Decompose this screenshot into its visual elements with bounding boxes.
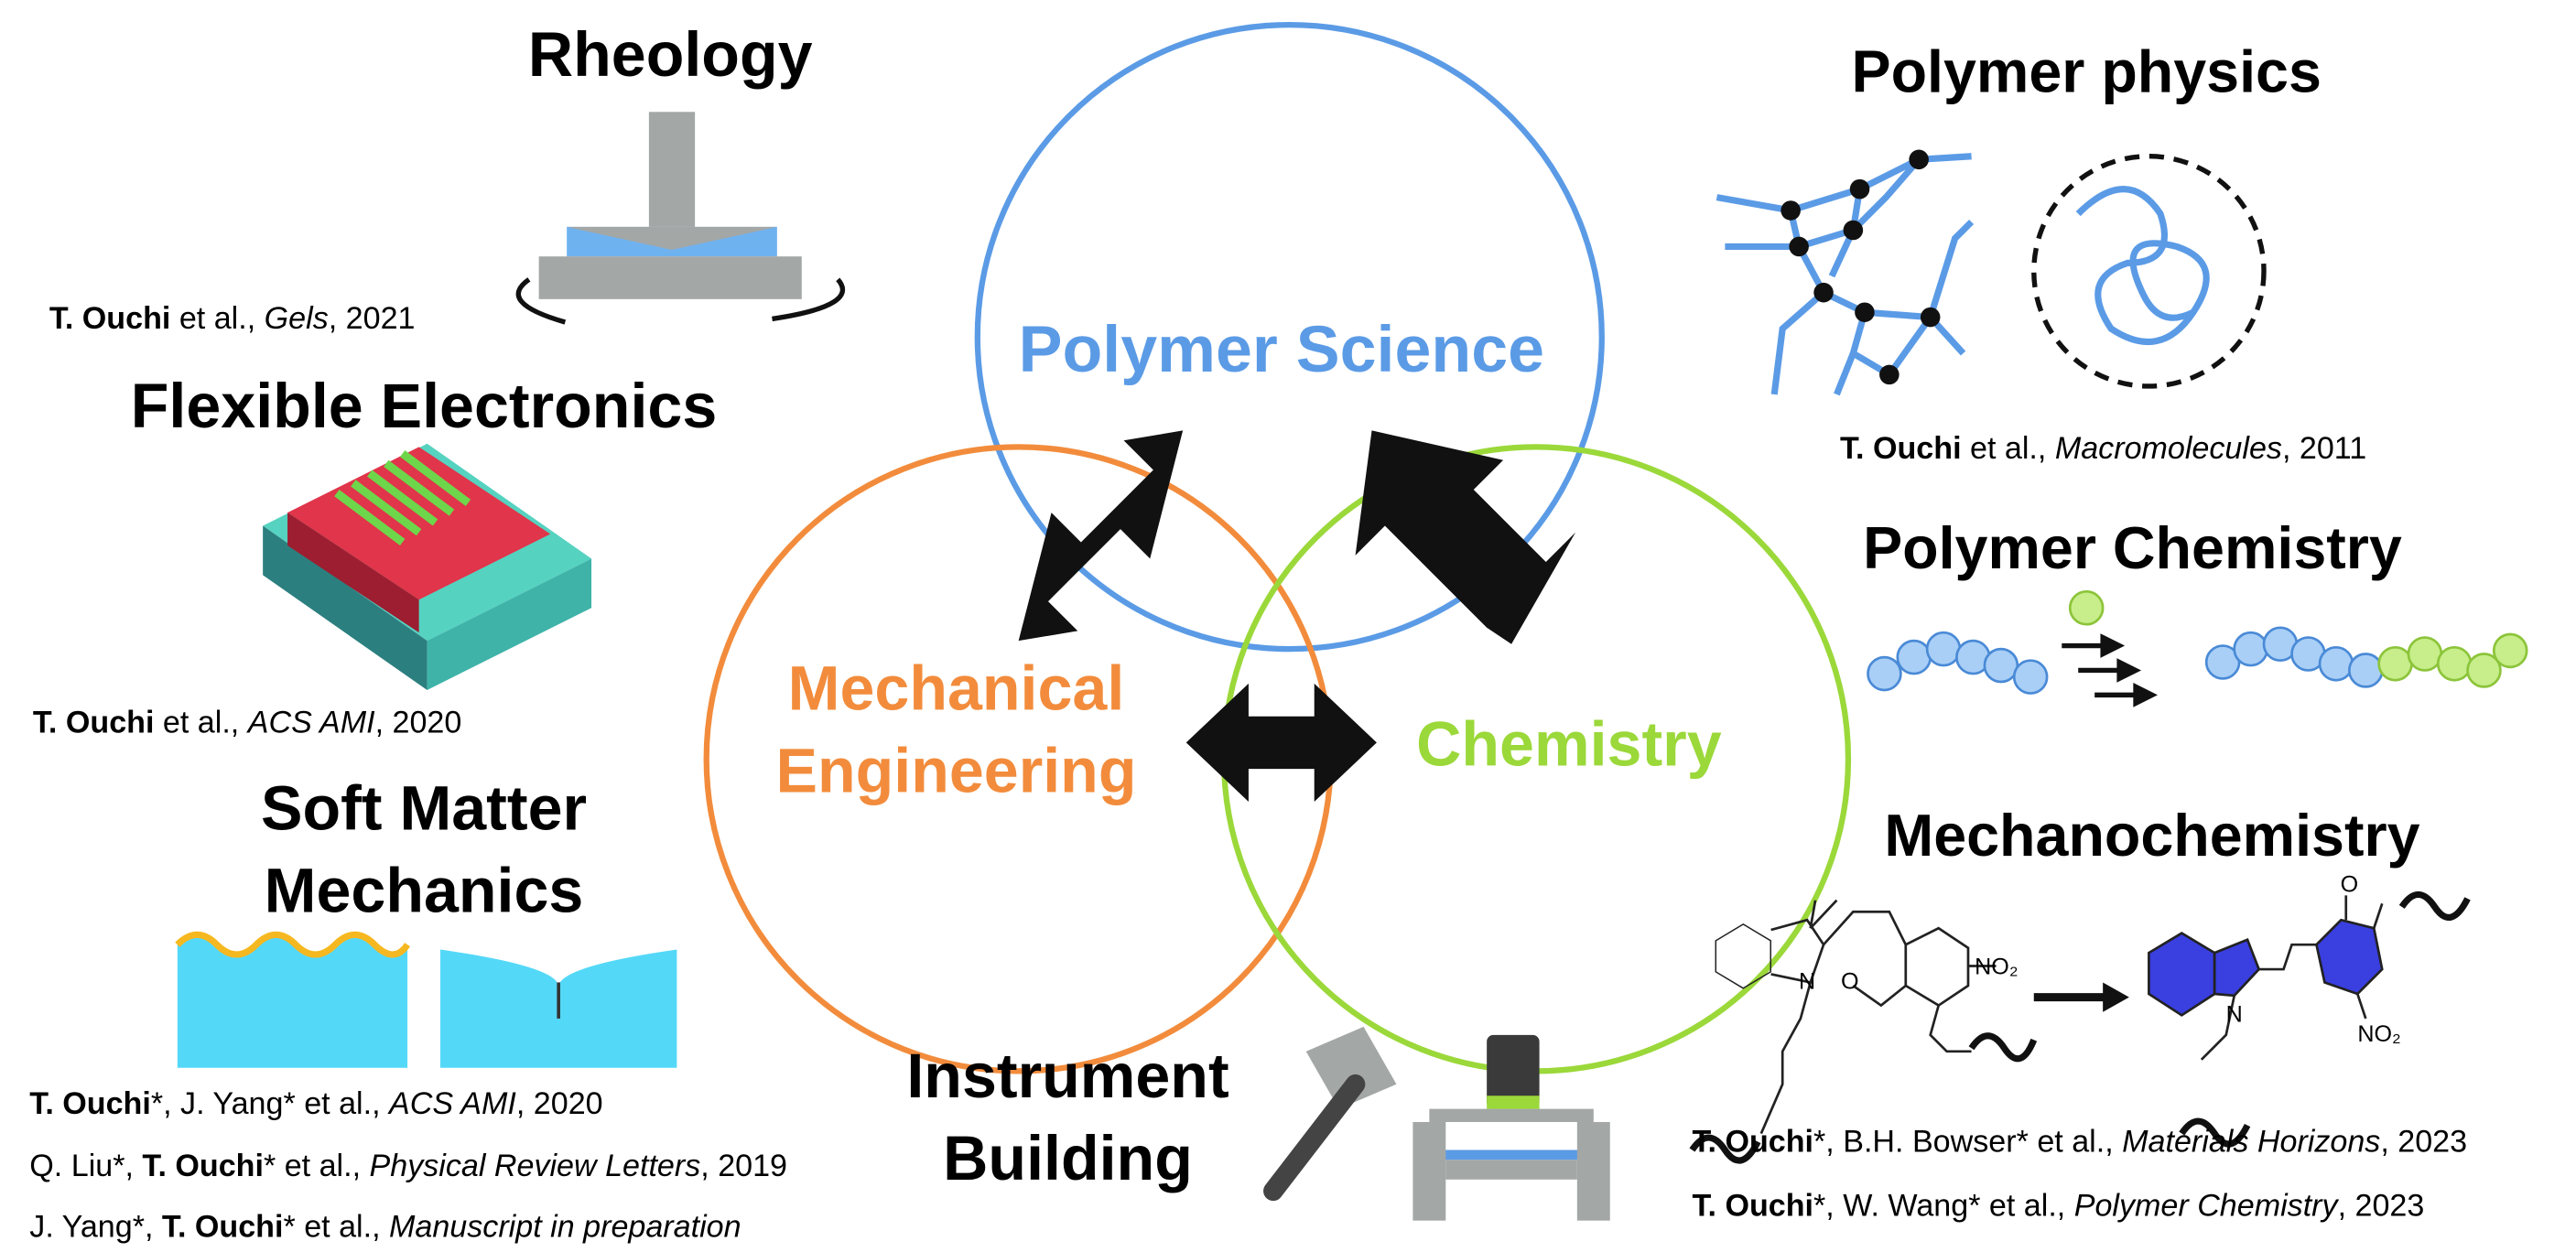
flexible-device-icon (263, 443, 592, 690)
mechanochemistry-citation-2: T. Ouchi*, W. Wang* et al., Polymer Chem… (1692, 1188, 2424, 1223)
hammer-icon (1263, 1026, 1397, 1202)
rheology-title: Rheology (528, 20, 813, 90)
instrument-title: Instrument (906, 1042, 1228, 1111)
coil-boundary (2031, 154, 2267, 389)
spiropyran-structure (1715, 899, 1997, 1135)
soft-matter-title: Soft Matter (261, 774, 587, 844)
polymer-chain-squiggle (1689, 890, 2471, 1164)
merocyanine-structure (2148, 895, 2384, 1061)
polymer-network-icon (1716, 153, 2210, 396)
o-atom-label: O (1841, 969, 1859, 995)
no2-label-right: NO₂ (2357, 1021, 2400, 1047)
reaction-arrows-icon (2062, 633, 2159, 707)
soft-matter-citation-2: Q. Liu*, T. Ouchi* et al., Physical Revi… (29, 1149, 787, 1183)
flexible-citation: T. Ouchi et al., ACS AMI, 2020 (33, 706, 461, 740)
n-atom-label-right: N (2226, 1002, 2243, 1028)
flexible-electronics-title: Flexible Electronics (131, 372, 717, 441)
polymerization-icon (1867, 589, 2528, 695)
polymer-science-circle (974, 22, 1605, 653)
soft-matter-citation-1: T. Ouchi*, J. Yang* et al., ACS AMI, 202… (29, 1086, 602, 1121)
mechanics-title: Mechanics (265, 856, 584, 925)
n-atom-label: N (1799, 969, 1815, 995)
polymer-science-label: Polymer Science (1019, 313, 1544, 386)
rheology-citation: T. Ouchi et al., Gels, 2021 (49, 301, 416, 336)
crosslink-points (1780, 149, 1941, 385)
double-arrow-icon (1018, 430, 1576, 803)
chemistry-label: Chemistry (1416, 710, 1722, 780)
no2-label-left: NO₂ (1975, 954, 2018, 979)
mechanical-label: Mechanical (788, 654, 1125, 724)
soft-matter-citation-3: J. Yang*, T. Ouchi* et al., Manuscript i… (29, 1210, 741, 1245)
polymer-physics-title: Polymer physics (1851, 39, 2321, 105)
test-rig-icon (1412, 1034, 1610, 1221)
engineering-label: Engineering (775, 736, 1136, 805)
building-title: Building (943, 1124, 1193, 1193)
rheometer-icon (515, 112, 846, 325)
soft-matter-icon (175, 931, 677, 1068)
reaction-arrow-icon (2033, 982, 2129, 1012)
mechanochemistry-citation-1: T. Ouchi*, B.H. Bowser* et al., Material… (1692, 1124, 2467, 1159)
mechanochemistry-title: Mechanochemistry (1884, 803, 2419, 869)
polymer-physics-citation: T. Ouchi et al., Macromolecules, 2011 (1840, 431, 2366, 466)
polymer-chemistry-title: Polymer Chemistry (1863, 515, 2402, 581)
o-atom-label-right: O (2341, 872, 2359, 898)
